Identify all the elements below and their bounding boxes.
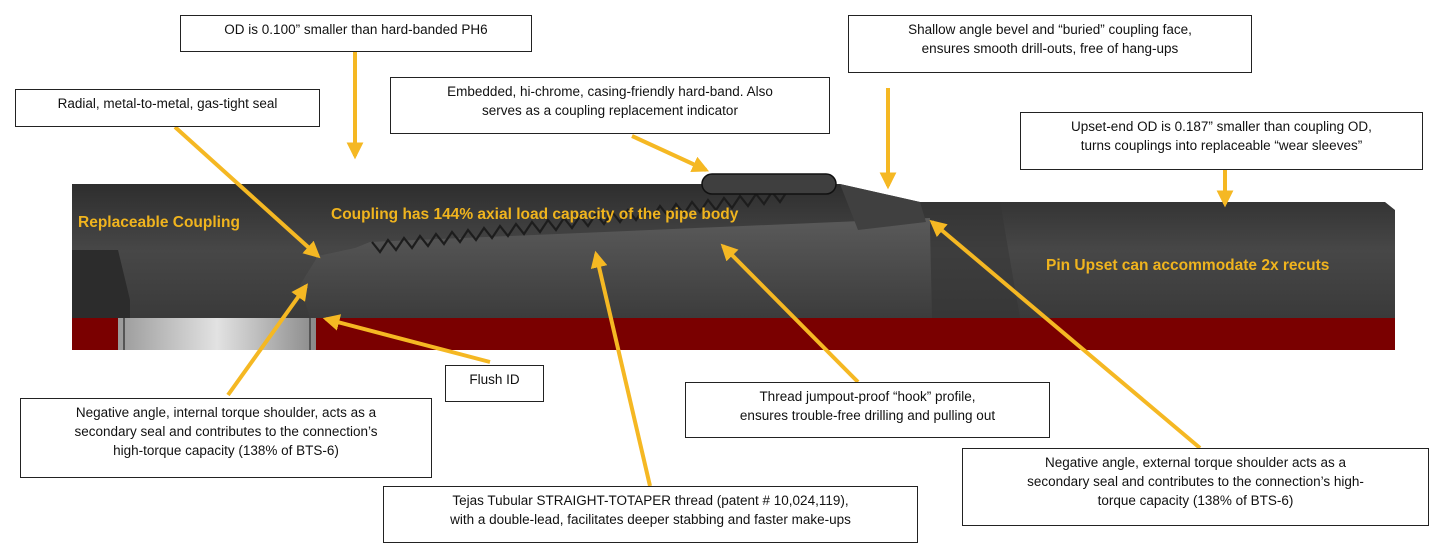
hardband: [701, 173, 837, 195]
callout-radial-seal: Radial, metal-to-metal, gas-tight seal: [15, 89, 320, 127]
callout-od-smaller: OD is 0.100” smaller than hard-banded PH…: [180, 15, 532, 52]
callout-thread-profile: Thread jumpout-proof “hook” profile, ens…: [685, 382, 1050, 438]
arrow-radial-seal: [173, 125, 321, 259]
callout-thread-patent: Tejas Tubular STRAIGHT-TOTAPER thread (p…: [383, 486, 918, 543]
arrow-flush-id: [322, 314, 491, 364]
seal-ring: [118, 318, 316, 350]
arrow-thread-patent: [590, 250, 652, 487]
callout-external-shoulder: Negative angle, external torque shoulder…: [962, 448, 1429, 526]
callout-flush-id: Flush ID: [445, 365, 544, 402]
callout-hardband: Embedded, hi-chrome, casing-friendly har…: [390, 77, 830, 134]
callout-bevel: Shallow angle bevel and “buried” couplin…: [848, 15, 1252, 73]
callout-internal-shoulder: Negative angle, internal torque shoulder…: [20, 398, 432, 478]
callout-upset-od: Upset-end OD is 0.187” smaller than coup…: [1020, 112, 1423, 170]
label-replaceable-coupling: Replaceable Coupling: [78, 214, 240, 231]
coupling-face: [840, 184, 926, 230]
arrow-external-shoulder: [929, 219, 1202, 450]
coupling-left-end: [72, 250, 130, 318]
pin-body: [300, 218, 932, 318]
arrow-internal-shoulder: [226, 283, 308, 397]
arrow-hardband: [631, 134, 710, 173]
label-pin-upset: Pin Upset can accommodate 2x recuts: [1046, 257, 1330, 274]
thread-teeth: [371, 189, 789, 254]
arrow-thread-profile: [720, 243, 860, 384]
label-axial-capacity: Coupling has 144% axial load capacity of…: [331, 206, 739, 223]
